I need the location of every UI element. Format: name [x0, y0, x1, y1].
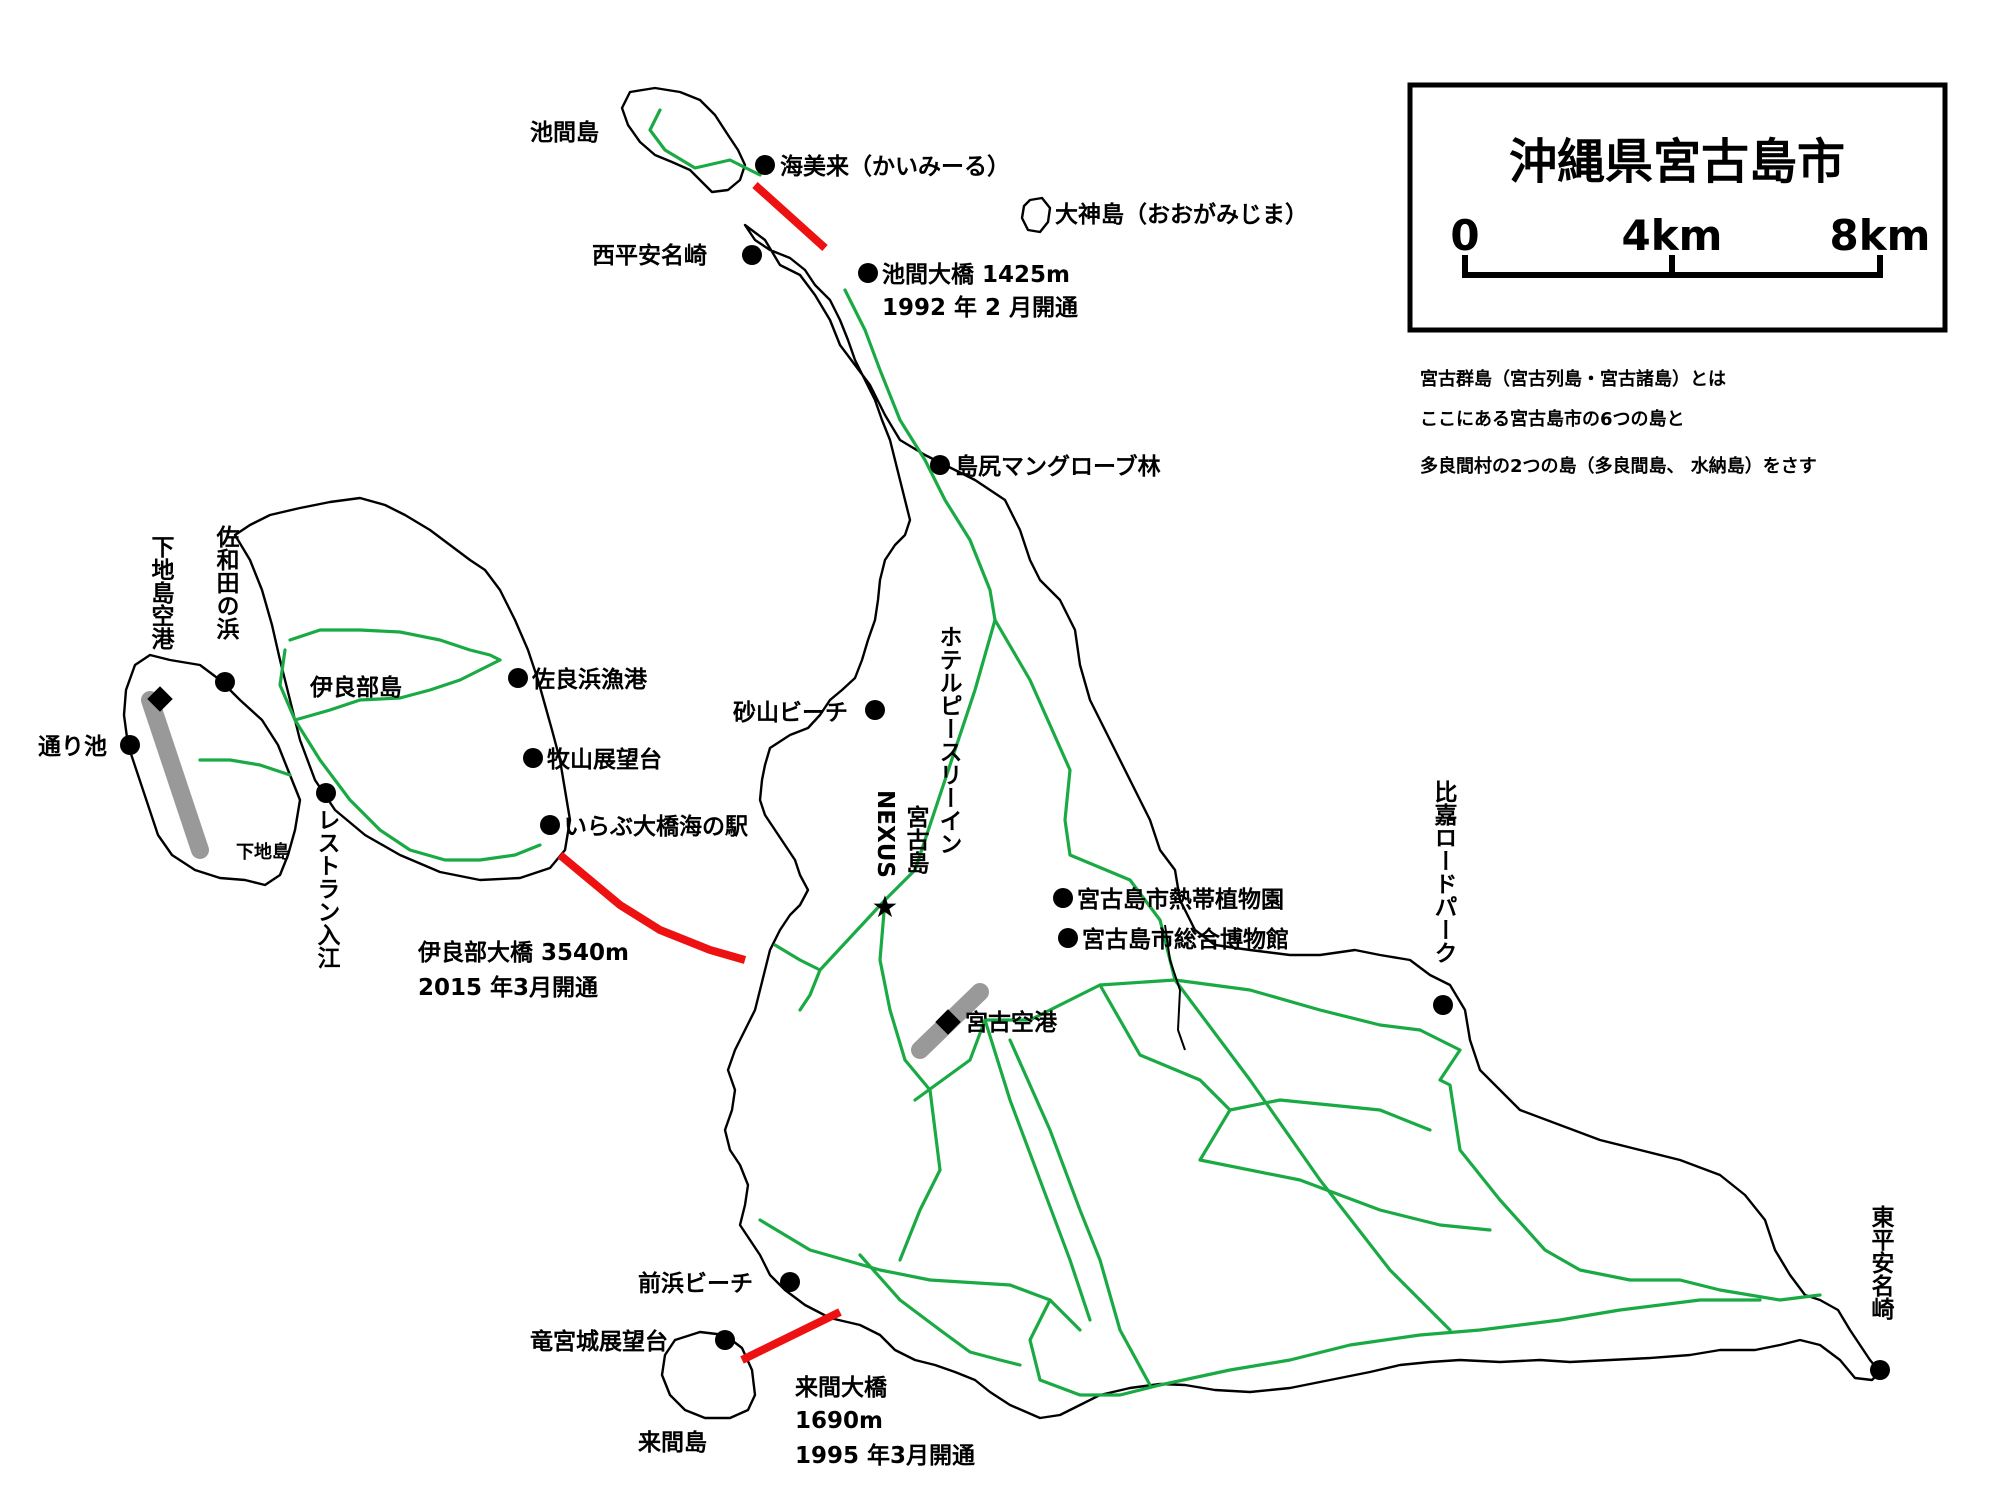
title-panel: 沖縄県宮古島市 0 4km 8km [1407, 82, 1948, 333]
ikema-bridge-opened: 1992 年 2 月開通 [882, 294, 1078, 321]
road-irabu-south [278, 648, 542, 862]
road-south-4 [858, 1253, 1022, 1367]
road-east-coast [1418, 1028, 1822, 1302]
sunayama-label: 砂山ビーチ [733, 700, 848, 726]
shimoji-airport-runway [141, 691, 209, 859]
info-line-3: 多良間村の2つの島（多良間島、 水納島）をさす [1420, 455, 1817, 477]
kurima-bridge-length: 1690m [795, 1408, 883, 1434]
sarahama-label: 佐良浜漁港 [531, 666, 648, 693]
higa-road-park-label: 比嘉ロードパーク [1430, 780, 1458, 964]
road-irabu-connector [818, 898, 887, 972]
higashi-hennazaki-marker [1870, 1360, 1890, 1380]
shimajiri-marker [930, 455, 950, 475]
nishi-hennazaki-label: 西平安名崎 [592, 242, 707, 269]
title-frame [1407, 82, 1948, 333]
road-airport [913, 978, 1177, 1102]
point-markers [120, 155, 1890, 1380]
hotel-label: ホテルピースリーイン [935, 625, 962, 855]
hotel-star-icon: ★ [872, 890, 899, 925]
irabu-bridge [557, 851, 747, 964]
irabu-island-label: 伊良部島 [309, 674, 402, 701]
info-line-2: ここにある宮古島市の6つの島と [1420, 408, 1685, 430]
road-mid-2 [1198, 1108, 1492, 1232]
irabu-bridge-opened: 2015 年3月開通 [418, 974, 598, 1001]
umi-miru-label: 海美来（かいみーる） [780, 153, 1010, 180]
ikema-island-coast [620, 86, 747, 194]
maehama-marker [780, 1272, 800, 1292]
road-south-1 [1008, 1038, 1152, 1387]
maehama-label: 前浜ビーチ [638, 1270, 753, 1297]
road-east-1 [1173, 978, 1422, 1032]
road-irabu-middle [293, 658, 502, 722]
irabu-bridge-name: 伊良部大橋 3540m [417, 939, 629, 966]
irabu-station-marker [540, 815, 560, 835]
scale-label-8km: 8km [1830, 211, 1931, 260]
nishi-hennazaki-marker [742, 245, 762, 265]
sunayama-marker [865, 700, 885, 720]
kurima-bridge-opened: 1995 年3月開通 [795, 1442, 975, 1469]
road-ikema [648, 108, 762, 177]
road-north [843, 288, 997, 622]
restaurant-irie-marker [316, 783, 336, 803]
shimoji-island-label: 下地島 [236, 841, 290, 863]
ikema-bridge [752, 182, 828, 251]
torii-ike-marker [120, 735, 140, 755]
scale-bar [1462, 255, 1883, 278]
torii-ike-label: 通り池 [38, 734, 107, 760]
miyako-airport-label: 宮古空港 [965, 1009, 1058, 1036]
ogami-island-coast [1020, 196, 1052, 234]
sarahama-marker [508, 668, 528, 688]
makiyama-marker [523, 748, 543, 768]
ikema-bridge-marker [858, 263, 878, 283]
kurima-bridge-name: 来間大橋 [795, 1375, 888, 1401]
ryuguujou-marker [715, 1330, 735, 1350]
miyako-island-coast [723, 223, 1882, 1420]
scale-label-4km: 4km [1622, 211, 1723, 260]
road-south-2 [983, 1018, 1092, 1322]
road-central [993, 618, 1177, 982]
sawada-marker [215, 672, 235, 692]
miyako-island-label: 宮古島 [902, 804, 930, 874]
restaurant-irie-label: レストラン入江 [313, 808, 341, 969]
museum-marker [1058, 928, 1078, 948]
kurima-bridge [740, 1308, 842, 1364]
road-west [883, 618, 997, 902]
kurima-island-coast [660, 1330, 757, 1420]
road-west-south [878, 898, 942, 1172]
makiyama-label: 牧山展望台 [547, 746, 662, 773]
road-south-coast [1158, 1298, 1762, 1387]
road-network [198, 108, 1822, 1397]
shimoji-airport-label: 下地島空港 [147, 535, 175, 650]
shimajiri-label: 島尻マングローブ林 [955, 453, 1161, 480]
sawada-label: 佐和田の浜 [212, 525, 241, 641]
ikema-bridge-name: 池間大橋 1425m [882, 262, 1070, 288]
umi-miru-marker [755, 155, 775, 175]
tropical-garden-label: 宮古島市熱帯植物園 [1077, 886, 1284, 913]
ryuguujou-label: 竜宮城展望台 [530, 1328, 668, 1355]
map-title: 沖縄県宮古島市 [1509, 134, 1845, 190]
museum-label: 宮古島市総合博物館 [1082, 926, 1289, 953]
ikema-island-label: 池間島 [530, 119, 599, 146]
higa-road-park-marker [1433, 995, 1453, 1015]
road-shimoji [198, 758, 292, 777]
road-south-5 [1028, 1298, 1162, 1397]
irabu-station-label: いらぶ大橋海の駅 [564, 813, 748, 840]
shimoji-airport-diamond-icon [147, 686, 173, 712]
road-diag [1173, 978, 1452, 1332]
scale-label-0: 0 [1450, 211, 1479, 260]
road-irabu-north [288, 628, 502, 662]
road-south-west [898, 1168, 942, 1262]
tropical-garden-marker [1053, 888, 1073, 908]
info-line-1: 宮古群島（宮古列島・宮古諸島）とは [1420, 368, 1726, 390]
kurima-island-label: 来間島 [638, 1429, 707, 1456]
irabu-island-coast [233, 496, 572, 882]
river [1164, 924, 1186, 1051]
higashi-hennazaki-label: 東平安名崎 [1867, 1205, 1895, 1320]
ogami-island-label: 大神島（おおがみじま） [1055, 201, 1308, 228]
nexus-label: NEXUS [872, 790, 898, 878]
